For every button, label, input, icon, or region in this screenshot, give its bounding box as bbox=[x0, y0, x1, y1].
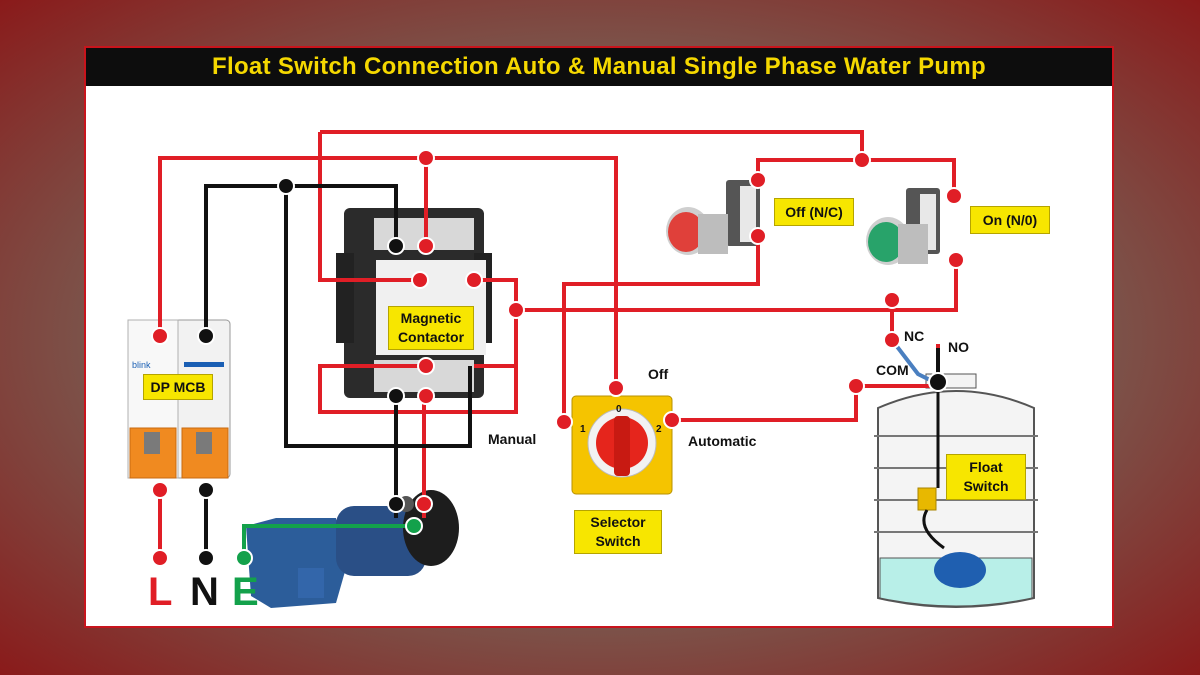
live-wiring bbox=[158, 130, 958, 558]
no-label: NO bbox=[948, 339, 969, 355]
on-button-label: On (N/0) bbox=[970, 206, 1050, 234]
selector-switch: 0 1 2 bbox=[571, 395, 673, 495]
contactor-label-line2: Contactor bbox=[397, 329, 465, 345]
earth-wire bbox=[242, 524, 414, 558]
on-button-label-text: On (N/0) bbox=[982, 211, 1038, 228]
selector-pos-1: 1 bbox=[580, 424, 586, 435]
selector-label: Selector Switch bbox=[574, 510, 662, 554]
float-switch-label-line1: Float bbox=[969, 459, 1003, 476]
title-bar: Float Switch Connection Auto & Manual Si… bbox=[86, 48, 1112, 86]
mcb-brand: blink bbox=[132, 360, 151, 370]
neutral-terminals bbox=[197, 177, 948, 567]
line-e-label: E bbox=[232, 570, 259, 614]
neutral-wiring bbox=[204, 184, 940, 558]
float-switch-label: Float Switch bbox=[946, 454, 1026, 500]
mcb-label-text: DP MCB bbox=[150, 378, 206, 395]
selector-manual-label: Manual bbox=[488, 431, 537, 447]
line-n-label: N bbox=[190, 570, 219, 614]
selector-label-line2: Switch bbox=[595, 533, 641, 549]
mcb-label: DP MCB bbox=[143, 374, 213, 400]
selector-label-line1: Selector bbox=[590, 514, 646, 531]
contactor-label-line1: Magnetic bbox=[400, 310, 462, 327]
com-label: COM bbox=[876, 362, 909, 378]
diagram-frame: Float Switch Connection Auto & Manual Si… bbox=[84, 46, 1114, 628]
off-button-label-text: Off (N/C) bbox=[785, 203, 843, 220]
off-button-label: Off (N/C) bbox=[774, 198, 854, 226]
water-pump bbox=[246, 490, 459, 608]
diagram-title: Float Switch Connection Auto & Manual Si… bbox=[212, 53, 986, 80]
float-switch-label-line2: Switch bbox=[963, 478, 1009, 494]
selector-pos-0: 0 bbox=[616, 404, 622, 415]
off-push-button bbox=[666, 180, 760, 255]
live-terminals bbox=[151, 149, 965, 567]
selector-automatic-label: Automatic bbox=[688, 433, 757, 449]
on-push-button bbox=[866, 188, 940, 265]
selector-off-label: Off bbox=[648, 366, 669, 382]
selector-pos-2: 2 bbox=[656, 424, 662, 435]
earth-terminals bbox=[235, 517, 423, 567]
contactor-label: Magnetic Contactor bbox=[388, 306, 474, 350]
nc-label: NC bbox=[904, 328, 925, 344]
line-l-label: L bbox=[148, 570, 173, 614]
